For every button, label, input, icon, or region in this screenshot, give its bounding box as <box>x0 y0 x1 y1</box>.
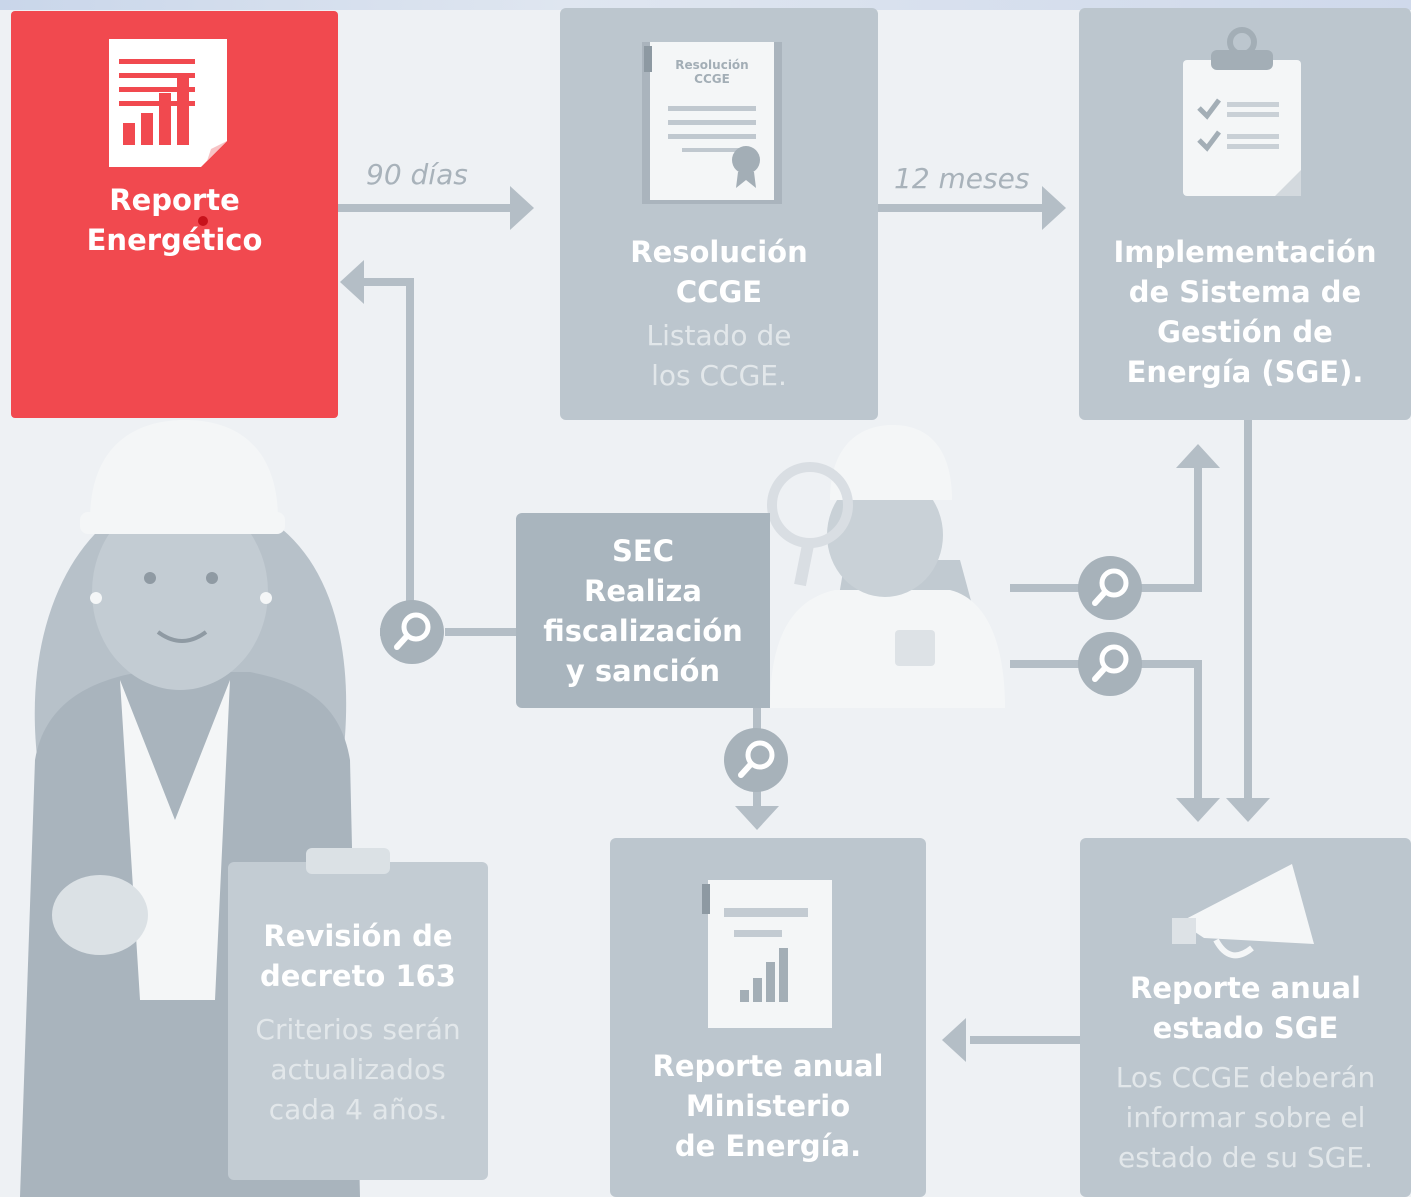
connector-sec-to-estado <box>1010 660 1202 800</box>
reporte-ministerio-box[interactable]: Reporte anual Ministerio de Energía. <box>610 838 926 1197</box>
search-lens-icon[interactable] <box>1078 632 1142 696</box>
sec-line4: y sanción <box>565 654 721 688</box>
arrow-head-estado-left <box>1176 798 1220 822</box>
implementacion-line4: Energía (SGE). <box>1126 355 1364 389</box>
search-lens-icon[interactable] <box>380 600 444 664</box>
estado-sub-line2: informar sobre el <box>1125 1101 1366 1134</box>
ministerio-line3: de Energía. <box>674 1129 862 1163</box>
arrow-head-ministerio-left <box>942 1018 966 1062</box>
reporte-estado-sge-box[interactable]: Reporte anual estado SGE Los CCGE deberá… <box>1080 838 1411 1197</box>
sec-line1: SEC <box>612 534 674 568</box>
resolucion-title-line1: Resolución <box>630 235 808 269</box>
implementacion-line2: de Sistema de <box>1128 275 1362 309</box>
estado-sub-line3: estado de su SGE. <box>1118 1141 1373 1174</box>
arrow-head-reporte <box>340 260 364 304</box>
reporte-title-line2: Energético <box>86 223 263 257</box>
arrow-head-ministerio <box>735 806 779 830</box>
estado-title-line1: Reporte anual <box>1130 971 1361 1005</box>
certificate-doc-title-line2: CCGE <box>694 72 730 86</box>
ministerio-line1: Reporte anual <box>652 1049 884 1083</box>
resolucion-ccge-box[interactable]: Resolución CCGE Resolución CCGE Listado … <box>560 8 878 420</box>
reporte-title-line1: Reporte <box>109 183 240 217</box>
sec-line3: fiscalización <box>543 614 743 648</box>
estado-sub-line1: Los CCGE deberán <box>1115 1061 1376 1094</box>
revision-decreto-box[interactable]: Revisión de decreto 163 Criterios serán … <box>228 848 488 1180</box>
arrow-head-implementacion <box>1176 444 1220 468</box>
red-dot-marker <box>198 216 208 226</box>
estado-title-line2: estado SGE <box>1152 1011 1339 1045</box>
arrow-head-estado-right <box>1226 798 1270 822</box>
implementacion-line1: Implementación <box>1113 235 1377 269</box>
bar-report-icon <box>109 39 227 167</box>
label-90-dias: 90 días <box>366 158 468 191</box>
certificate-icon <box>642 42 782 204</box>
megaphone-icon <box>1172 864 1314 959</box>
revision-sub-line3: cada 4 años. <box>268 1093 448 1126</box>
arrow-head-90 <box>510 186 534 230</box>
sec-line2: Realiza <box>584 574 702 608</box>
clipboard-icon <box>1183 27 1301 196</box>
search-lens-icon[interactable] <box>724 728 788 792</box>
implementacion-sge-box[interactable]: Implementación de Sistema de Gestión de … <box>1079 8 1411 420</box>
sec-fiscalizacion-box[interactable]: SEC Realiza fiscalización y sanción <box>516 513 770 708</box>
report-document-icon <box>702 880 832 1028</box>
revision-sub-line1: Criterios serán <box>255 1013 461 1046</box>
resolucion-title-line2: CCGE <box>675 275 763 309</box>
clipboard-clip <box>306 848 390 874</box>
arrow-head-12 <box>1042 186 1066 230</box>
revision-sub-line2: actualizados <box>270 1053 446 1086</box>
resolucion-sub-line2: los CCGE. <box>651 359 787 392</box>
search-lens-icon[interactable] <box>1078 556 1142 620</box>
implementacion-line3: Gestión de <box>1157 315 1333 349</box>
reporte-energetico-box[interactable]: Reporte Energético <box>11 11 338 418</box>
ministerio-line2: Ministerio <box>685 1089 851 1123</box>
certificate-doc-title-line1: Resolución <box>675 58 749 72</box>
connector-sec-to-implementacion <box>1010 460 1202 592</box>
revision-title-line1: Revisión de <box>263 919 453 953</box>
revision-title-line2: decreto 163 <box>259 959 456 993</box>
label-12-meses: 12 meses <box>894 162 1030 195</box>
resolucion-sub-line1: Listado de <box>646 319 792 352</box>
